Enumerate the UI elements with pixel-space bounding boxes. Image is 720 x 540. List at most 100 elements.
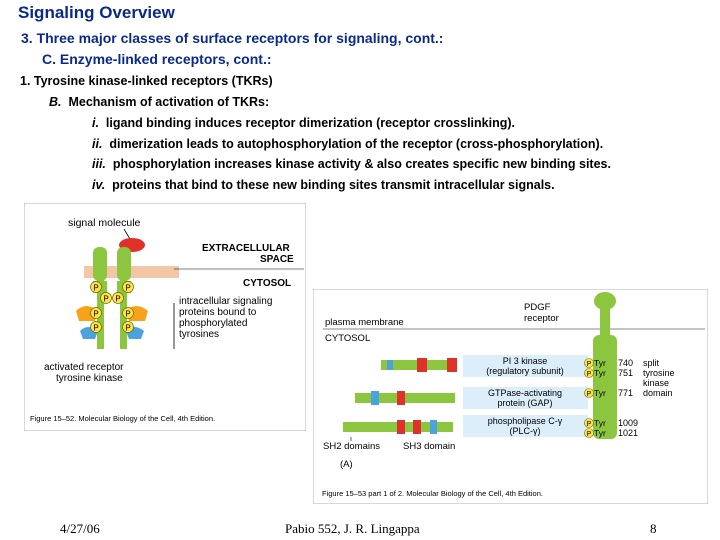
phosphate-group: P [90,321,102,333]
figure1-caption: Figure 15–52. Molecular Biology of the C… [30,414,215,423]
gap-sh3-domain [397,391,405,405]
svg-text:P: P [587,361,592,368]
svg-text:P: P [93,284,98,293]
figure1-frame [24,203,306,431]
sub-item-4: iv. proteins that bind to these new bind… [92,178,555,192]
svg-text:Tyr: Tyr [594,418,606,428]
svg-text:Tyr: Tyr [594,368,606,378]
sub-item-3-text: phosphorylation increases kinase activit… [112,157,611,171]
signal-molecule-label: signal molecule [68,217,141,229]
svg-text:P: P [125,284,130,293]
proteins-label-2: proteins bound to [179,307,257,318]
svg-text:Tyr: Tyr [594,358,606,368]
cytosol-label-2: CYTOSOL [325,333,370,344]
plc-sh3-domain [430,420,437,434]
sub-item-4-text: proteins that bind to these new binding … [112,178,555,192]
svg-text:P: P [125,324,130,333]
svg-text:P: P [587,371,592,378]
cytosol-label: CYTOSOL [243,278,291,289]
svg-text:P: P [115,295,120,304]
tyr-residue-751: P Tyr 751 [584,368,633,378]
svg-text:Tyr: Tyr [594,388,606,398]
split-kinase-label-4: domain [643,388,673,398]
svg-text:771: 771 [618,388,633,398]
pi3k-label-1: PI 3 kinase [503,356,548,366]
figure2-caption: Figure 15–53 part 1 of 2. Molecular Biol… [322,489,543,498]
phosphate-group: P [112,292,124,304]
svg-text:740: 740 [618,358,633,368]
heading-enzyme-linked: C. Enzyme-linked receptors, cont.: [42,51,272,67]
phosphate-group: P [90,281,102,293]
pi3k-label-2: (regulatory subunit) [486,366,564,376]
sub-item-2-text: dimerization leads to autophosphorylatio… [109,137,604,151]
svg-text:P: P [587,431,592,438]
split-kinase-label-1: split [643,358,660,368]
svg-text:P: P [93,324,98,333]
split-kinase-label-3: kinase [643,378,669,388]
gap-label-1: GTPase-activating [488,388,562,398]
sh2-label: SH2 domains [323,441,380,452]
svg-text:P: P [103,295,108,304]
phosphate-group: P [122,281,134,293]
item-mechanism-num: B. [49,95,62,109]
pdgf-receptor-stalk [600,303,610,343]
svg-text:1009: 1009 [618,418,638,428]
gap-sh2-domain [371,391,379,405]
footer-page-number: 8 [650,521,657,536]
heading-three-classes: 3. Three major classes of surface recept… [21,30,444,46]
sub-item-1-num: i. [92,116,99,130]
plasma-membrane [84,266,179,278]
phosphate-group: P [122,321,134,333]
sub-item-1-text: ligand binding induces receptor dimeriza… [105,116,515,130]
plc-label-box [463,415,588,437]
proteins-label-4: tyrosines [179,329,219,340]
item-mechanism: B. Mechanism of activation of TKRs: [49,95,269,109]
svg-text:P: P [587,421,592,428]
receptor-right-extracellular [117,247,131,281]
proteins-label-1: intracellular signaling [179,296,272,307]
pi3k-sh3-domain [387,360,393,370]
tyr-residue-771: P Tyr 771 [584,388,633,398]
sub-item-3: iii. phosphorylation increases kinase ac… [92,157,611,171]
sh3-label: SH3 domain [403,441,455,452]
svg-text:751: 751 [618,368,633,378]
svg-text:P: P [125,310,130,319]
sub-item-1: i. ligand binding induces receptor dimer… [92,116,515,130]
sub-item-3-num: iii. [92,157,106,171]
panel-a-label: (A) [340,459,353,470]
signal-molecule-pointer [123,228,131,240]
plc-label-1: phospholipase C-γ [488,416,563,426]
pi3k-sh2-domain [417,358,427,372]
pi3k-label-box [463,355,588,377]
figure-pdgf-receptor: PDGF receptor plasma membrane CYTOSOL PI… [313,289,708,504]
pdgf-label-2: receptor [524,313,559,324]
footer-course: Pabio 552, J. R. Lingappa [285,521,420,536]
plasma-membrane-label: plasma membrane [325,317,404,328]
sub-item-2: ii. dimerization leads to autophosphoryl… [92,137,603,151]
plc-label-2: (PLC-γ) [510,426,541,436]
sub-item-2-num: ii. [92,137,103,151]
plc-sh2-domain [413,420,421,434]
slide-title: Signaling Overview [18,3,175,22]
extracellular-label-1: EXTRACELLULAR [202,243,291,254]
sub-item-4-num: iv. [92,178,106,192]
gap-label-box [463,387,588,409]
pdgf-receptor-intracellular [593,335,617,439]
figure-receptor-activation: signal molecule P P P P P P P [24,203,306,431]
tyr-residue-1009: P Tyr 1009 [584,418,638,428]
svg-text:1021: 1021 [618,428,638,438]
proteins-label-3: phosphorylated [179,318,247,329]
receptor-left-extracellular [93,247,107,281]
phosphate-group: P [122,307,134,319]
extracellular-label-2: SPACE [260,254,294,265]
svg-text:Tyr: Tyr [594,428,606,438]
svg-text:P: P [587,391,592,398]
pdgf-label-1: PDGF [524,302,551,313]
item-mechanism-text: Mechanism of activation of TKRs: [68,95,270,109]
tyr-residue-740: P Tyr 740 [584,358,633,368]
split-kinase-label-2: tyrosine [643,368,675,378]
phosphate-group: P [90,307,102,319]
item-tkrs: 1. Tyrosine kinase-linked receptors (TKR… [20,74,273,88]
pi3k-sh2-domain [447,358,457,372]
activated-label-2: tyrosine kinase [56,373,123,384]
